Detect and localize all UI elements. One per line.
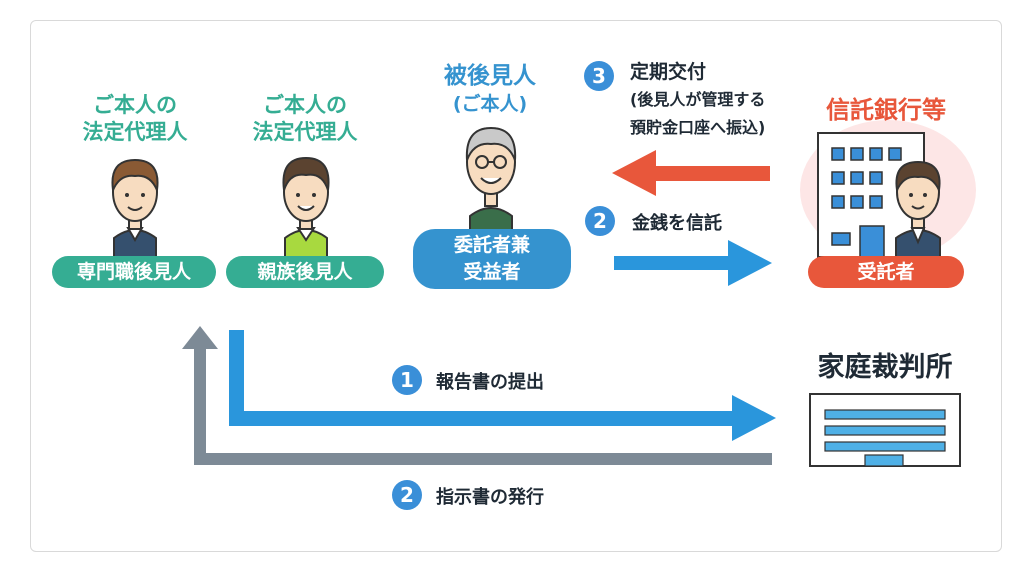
ward-badge: 委託者兼 受益者 — [413, 229, 571, 289]
professional-guardian-role-label: ご本人の 法定代理人 — [70, 92, 200, 147]
arrow-report — [229, 330, 776, 441]
step-number-report: 1 — [392, 365, 422, 395]
family-guardian-role-label: ご本人の 法定代理人 — [240, 92, 370, 147]
arrow-periodic-payment — [612, 150, 770, 196]
arrow-trust-money — [614, 240, 772, 286]
ward-badge-line2: 受益者 — [463, 261, 521, 283]
man-family-icon — [282, 156, 330, 263]
step-periodic-line2: (後見人が管理する — [630, 90, 766, 109]
family-label-line1: ご本人の — [263, 93, 347, 117]
step-trust-label: 金銭を信託 — [632, 213, 722, 234]
family-label-line2: 法定代理人 — [252, 120, 358, 145]
bank-building-icon — [800, 120, 976, 260]
step-number-trust: 2 — [585, 206, 615, 236]
court-building-icon — [809, 393, 961, 467]
trustee-badge: 受託者 — [808, 256, 964, 288]
ward-badge-line1: 委託者兼 — [453, 234, 530, 256]
step-number-instruction: 2 — [392, 480, 422, 510]
man-professional-icon — [111, 158, 159, 263]
arrow-instruction — [182, 326, 772, 465]
professional-label-line2: 法定代理人 — [82, 120, 188, 145]
bank-title: 信託銀行等 — [826, 96, 946, 124]
step-report-label: 報告書の提出 — [436, 372, 544, 393]
ward-label-line2: (ご本人) — [452, 92, 528, 115]
step-periodic-line1: 定期交付 — [630, 61, 707, 83]
professional-label-line1: ご本人の — [93, 93, 177, 117]
step-number-periodic: 3 — [584, 61, 614, 91]
step-periodic-text: 定期交付 (後見人が管理する 預貯金口座へ振込) — [630, 58, 765, 142]
professional-guardian-badge: 専門職後見人 — [52, 256, 216, 288]
step-periodic-line3: 預貯金口座へ振込) — [630, 118, 766, 137]
ward-label-line1: 被後見人 — [444, 63, 536, 89]
bank-clerk-icon — [895, 160, 941, 261]
ward-label: 被後見人 (ご本人) — [425, 62, 555, 117]
court-title: 家庭裁判所 — [817, 352, 953, 383]
elderly-man-icon — [465, 126, 517, 241]
family-guardian-badge: 親族後見人 — [226, 256, 384, 288]
step-instruction-label: 指示書の発行 — [436, 487, 544, 508]
